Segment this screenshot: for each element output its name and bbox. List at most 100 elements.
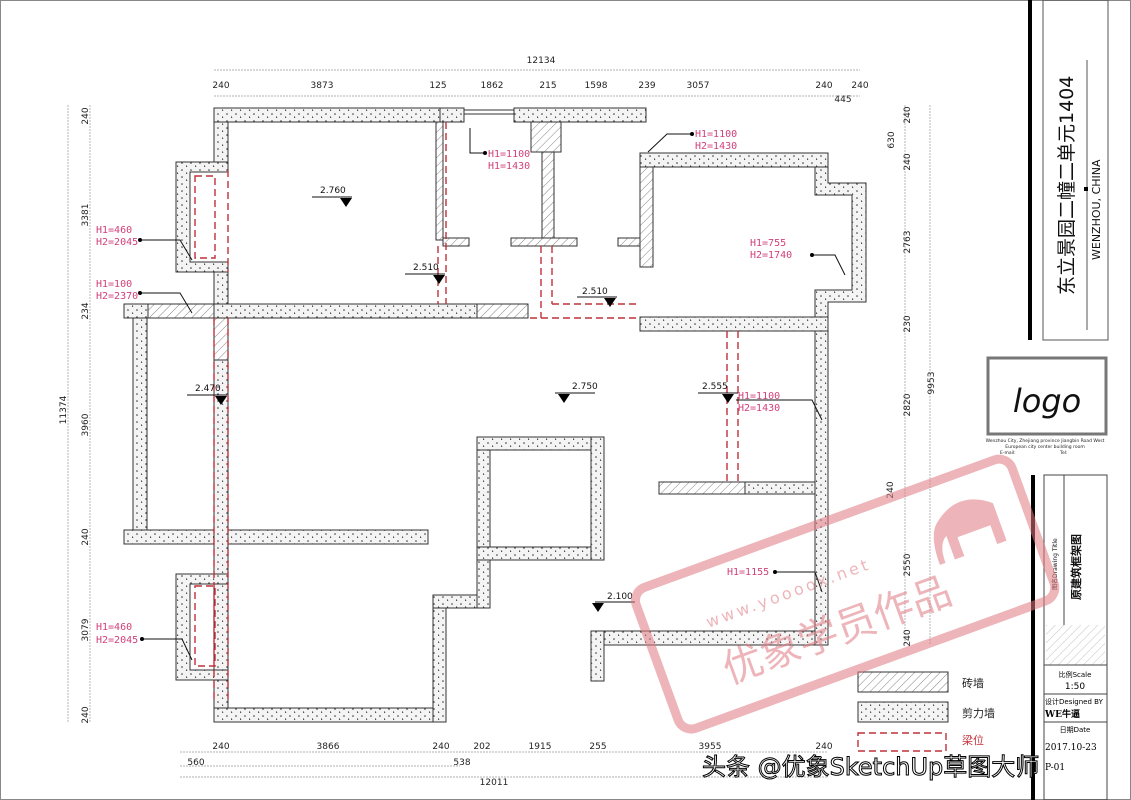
address: European city center building room (1005, 444, 1084, 450)
shear-wall (476, 546, 605, 561)
watermark-stamp: 优象学员作品 www.yoooox.net (630, 454, 1060, 734)
dim: 240 (432, 742, 449, 752)
dim: 215 (539, 81, 556, 91)
annotation-h1: H1=755 (750, 238, 786, 249)
level-marker: 2.510 (405, 263, 445, 284)
dim: 538 (453, 758, 470, 768)
dim: 240 (903, 106, 913, 123)
fine-print (1046, 625, 1105, 665)
tel-label: Tel: (1059, 450, 1068, 456)
shear-wall (432, 594, 447, 723)
bay-window-wall (814, 166, 867, 646)
dim: 1862 (481, 81, 504, 91)
bay-window-wall (175, 161, 229, 273)
brick-wall (476, 303, 529, 319)
level-marker: 2.100 (592, 592, 635, 612)
shear-wall (439, 107, 465, 123)
shear-wall (590, 630, 605, 682)
project-title: 东立景园二幢二单元1404 (1056, 76, 1078, 295)
level-marker: 2.510 (577, 287, 617, 307)
dim: 3873 (311, 81, 334, 91)
dim: 240 (81, 706, 91, 723)
dim: 240 (903, 153, 913, 170)
drawing-title-block: 图名Drawing Title 原建筑框架图 比例Scale 1:50 设计De… (1031, 474, 1108, 800)
drawing-title-label: 图名Drawing Title (1051, 538, 1059, 590)
annotation-h2: H2=1740 (750, 250, 792, 261)
dim: 3381 (81, 204, 91, 227)
walls (123, 107, 867, 723)
shear-wall (513, 107, 647, 123)
shear-wall (213, 359, 229, 723)
dim: 240 (81, 528, 91, 545)
dim: 125 (429, 81, 446, 91)
svg-text:2.100: 2.100 (607, 592, 633, 602)
project-title-block: 东立景园二幢二单元1404 WENZHOU, CHINA (1028, 0, 1109, 341)
annotation-h1: H1=1100 (488, 149, 530, 160)
logo-block: logo Wenzhou City, Zhejiang province Jia… (986, 356, 1108, 456)
legend-beam-swatch (857, 732, 947, 752)
dim: 230 (903, 315, 913, 332)
dim: 3960 (81, 413, 91, 436)
svg-text:2.510: 2.510 (582, 287, 608, 297)
legend: 砖墙 剪力墙 梁位 (857, 671, 995, 752)
brick-wall (617, 237, 641, 247)
dim: 3866 (317, 742, 340, 752)
dim: 630 (887, 131, 897, 148)
level-marker: 2.470 (187, 384, 227, 405)
brick-wall (639, 166, 654, 268)
dim: 445 (834, 95, 851, 105)
legend-label: 梁位 (962, 733, 984, 747)
dim: 240 (212, 81, 229, 91)
drawing-title: 原建筑框架图 (1069, 534, 1083, 600)
shear-wall (639, 152, 829, 168)
elephant-icon (933, 499, 1007, 565)
beams (194, 122, 739, 700)
logo: logo (1013, 382, 1081, 420)
date: 2017.10-23 (1045, 743, 1097, 753)
svg-text:2.470: 2.470 (195, 384, 221, 394)
dim: 2820 (903, 393, 913, 416)
dim: 2763 (903, 231, 913, 254)
shear-wall (123, 303, 149, 319)
dimension-labels: 12134 240 3873 125 1862 215 1598 239 305… (59, 56, 937, 788)
svg-text:2.510: 2.510 (413, 263, 439, 273)
designer-label: 设计Designed BY (1045, 697, 1104, 706)
dim: 2550 (903, 553, 913, 576)
dim: 240 (81, 107, 91, 124)
project-location: WENZHOU, CHINA (1090, 159, 1103, 260)
dim: 560 (187, 758, 204, 768)
svg-text:2.750: 2.750 (572, 382, 598, 392)
dim: 3057 (687, 81, 710, 91)
designer: WE牛逼 (1044, 708, 1080, 720)
level-marker: 2.760 (312, 186, 352, 207)
annotation-h2: H2=2045 (96, 635, 138, 646)
dim-right-total: 9953 (927, 372, 937, 395)
dim: 202 (473, 742, 490, 752)
annotation-h1: H1=460 (96, 225, 132, 236)
svg-text:2.555: 2.555 (702, 382, 728, 392)
window (463, 109, 515, 115)
dim: 239 (638, 81, 655, 91)
dim-left-total: 11374 (59, 395, 69, 424)
annotation-h2: H2=2370 (96, 291, 138, 302)
dim-bottom-total: 12011 (480, 778, 509, 788)
sheet-number: P-01 (1045, 763, 1065, 773)
legend-label: 砖墙 (962, 676, 984, 690)
annotation-h2: H2=1430 (695, 141, 737, 152)
email-label: E-mail: (1000, 450, 1016, 456)
dim: 1915 (529, 742, 552, 752)
dim: 240 (815, 81, 832, 91)
annotation-h1: H1=1155 (727, 567, 769, 578)
scale-label: 比例Scale (1059, 670, 1092, 679)
dim: 255 (589, 742, 606, 752)
shear-wall (132, 317, 148, 531)
annotation-h2: H2=2045 (96, 237, 138, 248)
annotation-h1: H1=1100 (738, 391, 780, 402)
shear-wall (744, 481, 816, 495)
scale: 1:50 (1065, 682, 1085, 692)
svg-text:2.760: 2.760 (320, 186, 346, 196)
shear-wall (213, 707, 447, 723)
dim-top-total: 12134 (527, 56, 556, 66)
